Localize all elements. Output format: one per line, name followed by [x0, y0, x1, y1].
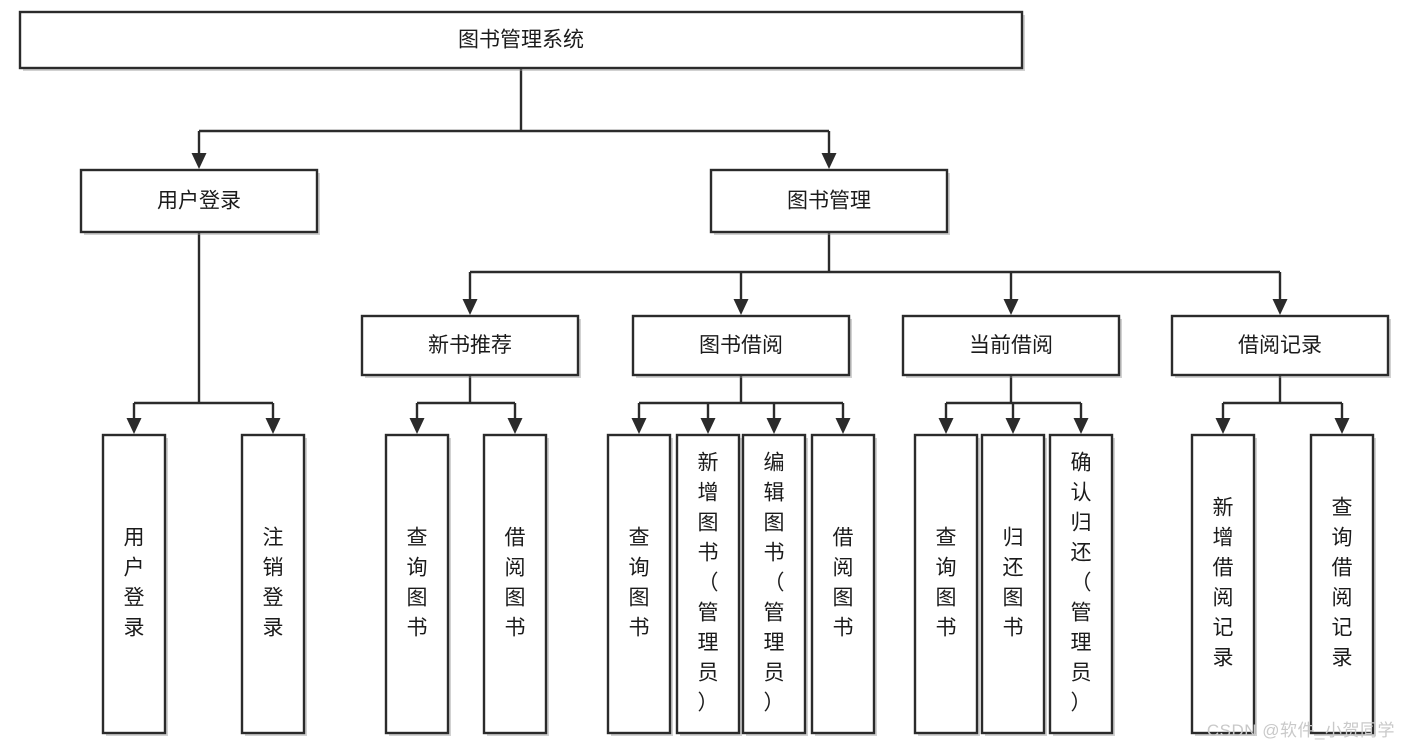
node-user-login[interactable]: 用户登录 [79, 168, 320, 235]
connector-group-book-borrow [631, 375, 851, 434]
arrow-head-icon [1272, 299, 1288, 315]
node-leaf-return-book[interactable]: 归还图书 [980, 433, 1047, 736]
node-box[interactable] [240, 433, 306, 735]
arrow-head-icon [1215, 418, 1231, 434]
node-box[interactable] [741, 433, 807, 735]
arrow-head-icon [1073, 418, 1089, 434]
node-box[interactable] [606, 433, 672, 735]
node-leaf-user-logout[interactable]: 注销登录 [240, 433, 307, 736]
arrow-head-icon [631, 418, 647, 434]
node-box[interactable] [101, 433, 167, 735]
node-box[interactable] [1190, 433, 1256, 735]
node-label: 确认归还（管理员） [1071, 452, 1092, 715]
node-label: 注销登录 [263, 527, 284, 640]
node-box[interactable] [360, 314, 580, 377]
arrow-head-icon [265, 418, 281, 434]
node-box[interactable] [384, 433, 450, 735]
node-label: 查询图书 [936, 527, 957, 640]
node-book-borrow[interactable]: 图书借阅 [631, 314, 852, 378]
node-label: 用户登录 [157, 190, 241, 213]
node-box[interactable] [1309, 433, 1375, 735]
arrow-head-icon [462, 299, 478, 315]
node-current-borrow[interactable]: 当前借阅 [901, 314, 1122, 378]
node-box[interactable] [913, 433, 979, 735]
node-label: 新增借阅记录 [1213, 497, 1234, 670]
arrow-head-icon [700, 418, 716, 434]
node-box[interactable] [675, 433, 741, 735]
node-layer: 图书管理系统用户登录图书管理新书推荐图书借阅当前借阅借阅记录用户登录注销登录查询… [18, 10, 1391, 736]
node-leaf-borrow-book-2[interactable]: 借阅图书 [810, 433, 877, 736]
node-leaf-query-book-2[interactable]: 查询图书 [606, 433, 673, 736]
arrow-head-icon [1003, 299, 1019, 315]
node-box[interactable] [1048, 433, 1114, 735]
node-box[interactable] [631, 314, 851, 377]
arrow-head-icon [835, 418, 851, 434]
connector-group-book-manage [462, 232, 1288, 315]
connector-group-user-login [126, 232, 281, 434]
node-label: 查询图书 [629, 527, 650, 640]
node-label: 图书借阅 [699, 334, 783, 357]
arrow-head-icon [1005, 418, 1021, 434]
node-label: 借阅图书 [833, 527, 854, 640]
node-new-book-recommend[interactable]: 新书推荐 [360, 314, 581, 378]
connector-group-new-book-recommend [409, 375, 523, 434]
arrow-head-icon [766, 418, 782, 434]
node-leaf-query-book-1[interactable]: 查询图书 [384, 433, 451, 736]
node-label: 查询借阅记录 [1332, 497, 1353, 670]
connector-layer [126, 68, 1350, 434]
node-box[interactable] [810, 433, 876, 735]
node-label: 用户登录 [124, 527, 145, 640]
arrow-head-icon [733, 299, 749, 315]
node-box[interactable] [901, 314, 1121, 377]
node-leaf-add-record[interactable]: 新增借阅记录 [1190, 433, 1257, 736]
node-box[interactable] [482, 433, 548, 735]
node-label: 新书推荐 [428, 334, 512, 357]
connector-group-borrow-record [1215, 375, 1350, 434]
node-box[interactable] [709, 168, 949, 234]
arrow-head-icon [126, 418, 142, 434]
arrow-head-icon [507, 418, 523, 434]
arrow-head-icon [191, 153, 207, 169]
node-label: 查询图书 [407, 527, 428, 640]
arrow-head-icon [821, 153, 837, 169]
arrow-head-icon [1334, 418, 1350, 434]
node-leaf-add-book[interactable]: 新增图书（管理员） [675, 433, 742, 736]
node-leaf-query-record[interactable]: 查询借阅记录 [1309, 433, 1376, 736]
node-leaf-user-login[interactable]: 用户登录 [101, 433, 168, 736]
node-label: 借阅记录 [1238, 334, 1322, 357]
node-box[interactable] [18, 10, 1024, 70]
node-label: 编辑图书（管理员） [764, 452, 785, 715]
node-borrow-record[interactable]: 借阅记录 [1170, 314, 1391, 378]
connector-group-root [191, 68, 837, 169]
node-leaf-edit-book[interactable]: 编辑图书（管理员） [741, 433, 808, 736]
node-label: 归还图书 [1003, 527, 1024, 640]
node-leaf-confirm-return[interactable]: 确认归还（管理员） [1048, 433, 1115, 736]
arrow-head-icon [938, 418, 954, 434]
node-label: 借阅图书 [505, 527, 526, 640]
node-leaf-query-book-3[interactable]: 查询图书 [913, 433, 980, 736]
node-label: 图书管理系统 [458, 29, 584, 52]
connector-group-current-borrow [938, 375, 1089, 434]
node-box[interactable] [980, 433, 1046, 735]
node-leaf-borrow-book-1[interactable]: 借阅图书 [482, 433, 549, 736]
node-box[interactable] [1170, 314, 1390, 377]
arrow-head-icon [409, 418, 425, 434]
node-book-manage[interactable]: 图书管理 [709, 168, 950, 235]
node-root[interactable]: 图书管理系统 [18, 10, 1025, 71]
node-box[interactable] [79, 168, 319, 234]
node-label: 新增图书（管理员） [698, 452, 719, 715]
node-label: 图书管理 [787, 190, 871, 213]
node-label: 当前借阅 [969, 334, 1053, 357]
